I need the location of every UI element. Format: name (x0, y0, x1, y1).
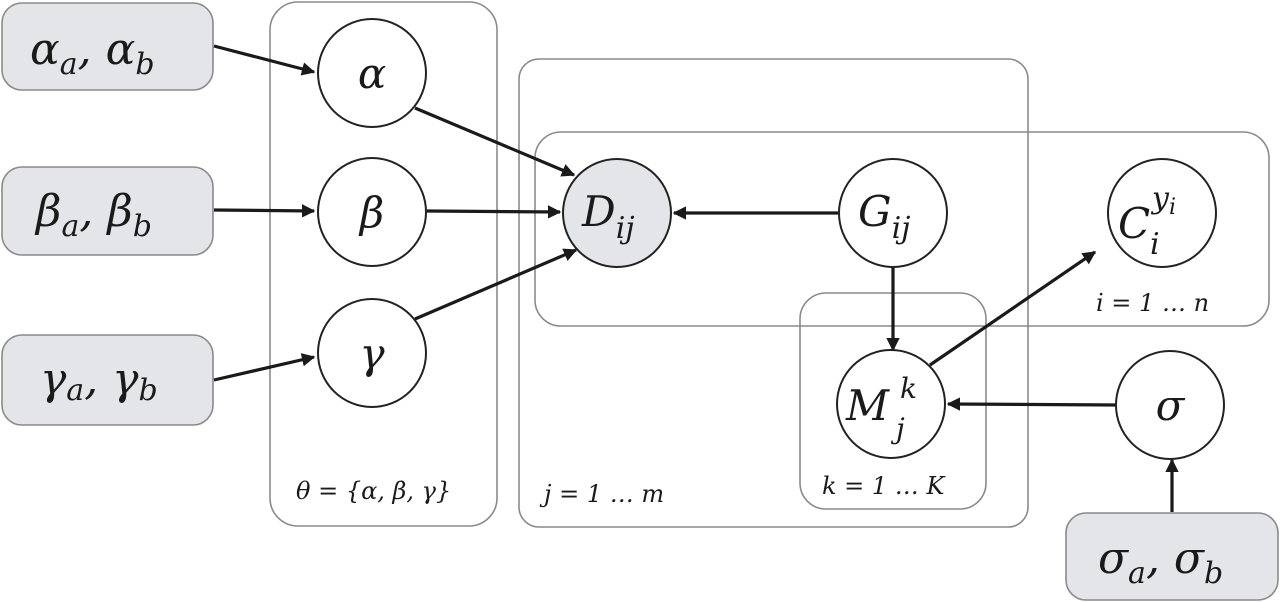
plate-label-i: i = 1 … n (1096, 289, 1209, 317)
hyper-label-gamma: γa, γb (40, 354, 158, 408)
hyperparameter-box-beta (1, 166, 214, 256)
hyper-label-alpha: αa, αb (30, 24, 155, 82)
node-label-M-sup: k (900, 372, 917, 405)
plate-label-k: k = 1 … K (822, 472, 946, 500)
edge-sigma-to-M (946, 397, 1118, 411)
node-label-beta: β (358, 188, 384, 237)
plate-j (518, 58, 1029, 528)
node-beta (317, 157, 427, 267)
node-gamma (317, 298, 427, 408)
edge-gamma-to-D (414, 248, 578, 321)
edge-gamma-hyper-to-gamma (213, 353, 316, 382)
node-sigma (1115, 350, 1225, 460)
plate-label-j: j = 1 … m (539, 480, 664, 508)
node-label-M: M (845, 381, 890, 430)
hyperparameter-box-gamma (1, 334, 214, 426)
node-label-C-sup: yi (1150, 181, 1176, 220)
hyper-label-beta: βa, βb (34, 186, 152, 244)
node-label-C: C (1118, 199, 1150, 248)
node-D-observed (562, 158, 672, 268)
edge-M-to-C (929, 250, 1097, 367)
node-label-C-sub: i (1150, 227, 1160, 262)
node-label-D: Dij (581, 187, 635, 246)
hyperparameter-box-alpha (1, 2, 214, 91)
node-alpha (317, 18, 427, 128)
plate-theta (269, 1, 498, 527)
edge-beta-to-D (426, 205, 562, 219)
edge-alpha-to-D (414, 106, 576, 177)
node-label-alpha: α (358, 49, 386, 98)
plate-i (534, 131, 1270, 327)
node-M (836, 349, 946, 459)
hyper-label-sigma: σa, σb (1098, 533, 1223, 591)
edge-alpha-hyper-to-alpha (213, 44, 316, 76)
hyperparameter-box-sigma (1065, 512, 1279, 601)
node-label-sigma: σ (1156, 381, 1186, 430)
edge-beta-hyper-to-beta (213, 204, 316, 218)
node-label-gamma: γ (359, 329, 385, 378)
plate-label-theta: θ = {α, β, γ} (296, 477, 451, 505)
node-C (1107, 158, 1217, 268)
node-G (838, 158, 948, 268)
node-label-G: Gij (858, 187, 910, 246)
